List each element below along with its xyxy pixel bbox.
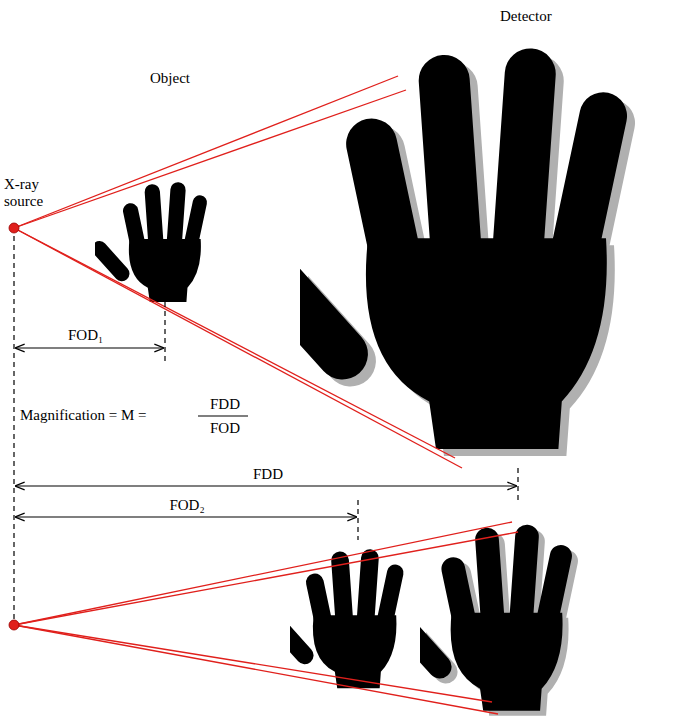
dimension-label: FOD₁: [68, 327, 103, 344]
object-hand-near: [266, 549, 405, 689]
dimension-lines: [14, 236, 518, 620]
object-hand: [89, 182, 209, 302]
formula-numerator: FDD: [208, 396, 242, 413]
formula-denominator: FOD: [208, 420, 242, 437]
x-ray-beams-near: [14, 522, 518, 714]
source-label: X-ray source: [4, 176, 62, 211]
detector-label: Detector: [500, 8, 552, 25]
dimension-label: FOD₂: [167, 497, 206, 514]
detector-hand-small: [388, 524, 580, 716]
formula-text: Magnification = M =: [20, 407, 146, 424]
dimension-label: FDD: [251, 466, 285, 483]
x-ray-beams: [14, 76, 462, 468]
detector-hand-large: [231, 47, 639, 456]
object-label: Object: [150, 70, 190, 87]
x-ray-source-dot: [9, 223, 19, 233]
x-ray-source-dot: [9, 620, 19, 630]
